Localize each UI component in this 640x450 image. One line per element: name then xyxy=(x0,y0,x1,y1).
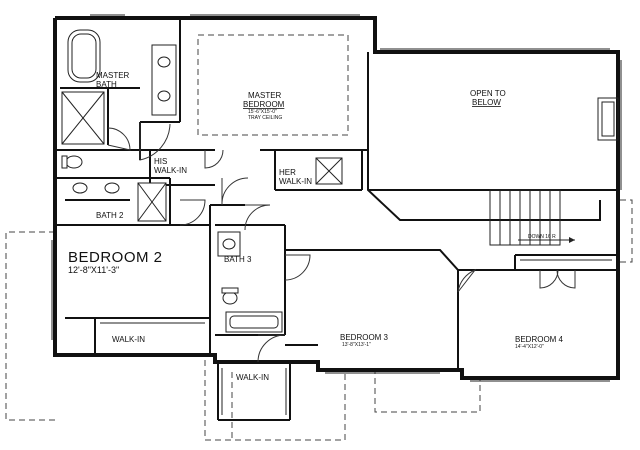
walkin-bed2-label: WALK-IN xyxy=(112,335,145,344)
bedroom3-label: BEDROOM 3 xyxy=(340,333,389,342)
her-walkin-label-2: WALK-IN xyxy=(279,177,312,186)
master-bedroom-label-2: BEDROOM xyxy=(243,100,285,109)
bath2-label: BATH 2 xyxy=(96,211,124,220)
sink-icon xyxy=(157,90,171,102)
door-icon xyxy=(244,204,271,231)
bedroom3-dims: 13'-8"X13'-1" xyxy=(342,342,371,348)
toilet-icon xyxy=(65,155,83,169)
bath3-fixtures xyxy=(217,231,283,333)
stair xyxy=(489,189,575,246)
his-walkin-label-2: WALK-IN xyxy=(154,166,187,175)
exterior-walls xyxy=(53,16,620,380)
door-icon xyxy=(457,268,477,293)
master-bedroom-note: TRAY CEILING xyxy=(248,115,282,121)
master-bedroom-label-1: MASTER xyxy=(248,91,282,100)
stair-label: DOWN 16 R xyxy=(528,234,556,240)
open-to-below-area xyxy=(597,97,619,141)
vanity-icon xyxy=(151,44,177,116)
bedroom4-dims: 14'-4"X12'-0" xyxy=(515,344,544,350)
bedroom2-label: BEDROOM 2 xyxy=(68,249,163,266)
sink-icon xyxy=(157,56,171,68)
lower-level-outline xyxy=(5,199,633,441)
her-walkin-fixture xyxy=(315,157,343,185)
door-icon xyxy=(204,149,224,169)
tray-ceiling xyxy=(197,34,349,136)
bath3-label: BATH 3 xyxy=(224,255,252,264)
toilet-icon xyxy=(222,291,238,305)
door-icon xyxy=(539,269,559,289)
bedroom4-label: BEDROOM 4 xyxy=(515,335,564,344)
sink-icon xyxy=(72,182,88,194)
master-bath-fixtures xyxy=(61,29,177,169)
sink-icon xyxy=(222,238,236,250)
room-labels: MASTER BATH MASTER BEDROOM 15'-6"X15'-0"… xyxy=(68,71,564,382)
master-bath-label-2: BATH xyxy=(96,80,117,89)
bath2-fixtures xyxy=(72,182,167,222)
door-icon xyxy=(257,334,286,363)
bedroom2-dims: 12'-8"X11'-3" xyxy=(68,265,119,275)
door-icon xyxy=(221,177,249,206)
walkin-bed3-label: WALK-IN xyxy=(236,373,269,382)
open-to-below-label-2: BELOW xyxy=(472,98,501,107)
door-icon xyxy=(556,269,576,289)
master-bath-label-1: MASTER xyxy=(96,71,130,80)
open-to-below-label-1: OPEN TO xyxy=(470,89,506,98)
door-icon xyxy=(139,122,171,161)
windows xyxy=(51,14,622,382)
closet-shelves xyxy=(100,259,612,415)
her-walkin-label-1: HER xyxy=(279,168,296,177)
door-icon xyxy=(284,254,311,281)
door-icon xyxy=(179,199,206,226)
doors xyxy=(107,122,576,363)
door-icon xyxy=(107,127,131,151)
his-walkin-label-1: HIS xyxy=(154,157,167,166)
master-bedroom-dims: 15'-6"X15'-0" xyxy=(248,109,277,115)
toilet-icon xyxy=(104,182,120,194)
